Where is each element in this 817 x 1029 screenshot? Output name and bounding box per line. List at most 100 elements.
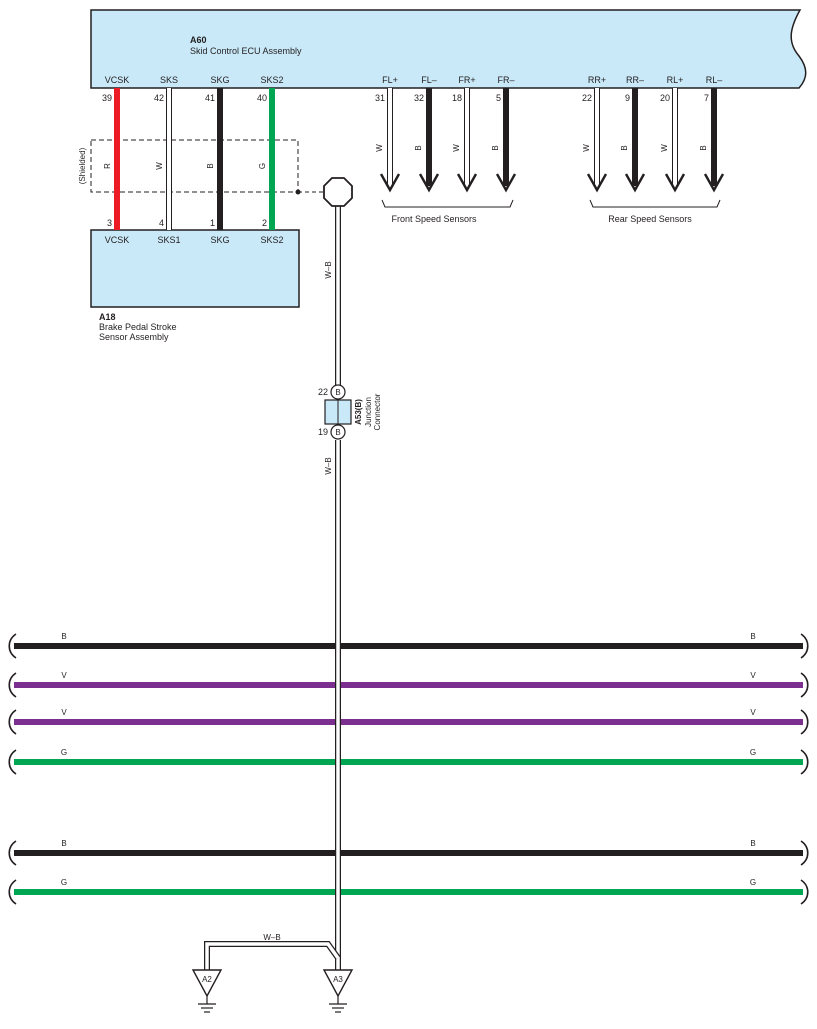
sensor-pin-number: 4 bbox=[159, 218, 164, 228]
ecu-pin-label: SKG bbox=[210, 75, 229, 85]
speed-pin-number: 20 bbox=[660, 93, 670, 103]
speed-sensor-arrow bbox=[664, 173, 686, 193]
sensor-box bbox=[90, 229, 300, 308]
bus-wire-code-left: V bbox=[61, 671, 67, 680]
junction-pin-top-letter: B bbox=[335, 388, 340, 397]
ecu-pin-number: 39 bbox=[102, 93, 112, 103]
shield-label: (Shielded) bbox=[78, 147, 87, 184]
junction-pin-bottom-circle bbox=[330, 424, 346, 440]
sensor-code: A18 bbox=[99, 312, 116, 322]
speed-pin-number: 32 bbox=[414, 93, 424, 103]
bus-wire-code-left: G bbox=[61, 878, 67, 887]
ecu-name: Skid Control ECU Assembly bbox=[190, 46, 302, 56]
ground-branch-label: W–B bbox=[263, 933, 280, 942]
bus-wire-code-right: B bbox=[750, 632, 755, 641]
speed-sensor-arrow bbox=[456, 173, 478, 193]
ground-a3-label: A3 bbox=[333, 975, 343, 984]
splice-octagon bbox=[323, 177, 353, 207]
ecu-code: A60 bbox=[190, 35, 207, 45]
wire-color-code: W bbox=[452, 144, 461, 152]
speed-pin-label: FR+ bbox=[458, 75, 475, 85]
wire-color-code: W bbox=[582, 144, 591, 152]
speed-pin-label: RR– bbox=[626, 75, 644, 85]
speed-sensor-arrow bbox=[418, 173, 440, 193]
sensor-pin-label: SKG bbox=[210, 235, 229, 245]
wire-color-code: G bbox=[258, 163, 267, 169]
speed-pin-label: RL+ bbox=[667, 75, 684, 85]
speed-pin-number: 31 bbox=[375, 93, 385, 103]
wire-color-code: B bbox=[206, 163, 215, 168]
sensor-pin-label: VCSK bbox=[105, 235, 130, 245]
bus-wire-code-right: G bbox=[750, 748, 756, 757]
speed-pin-label: RR+ bbox=[588, 75, 606, 85]
ecu-pin-number: 40 bbox=[257, 93, 267, 103]
bus-wire-code-right: V bbox=[750, 671, 756, 680]
bus-wire-code-left: B bbox=[61, 839, 66, 848]
ecu-pin-label: SKS2 bbox=[260, 75, 283, 85]
ground-wire-label-2: W–B bbox=[324, 457, 333, 474]
speed-pin-number: 18 bbox=[452, 93, 462, 103]
ecu-pin-label: VCSK bbox=[105, 75, 130, 85]
ecu-pin-number: 42 bbox=[154, 93, 164, 103]
wire-break-right bbox=[800, 633, 809, 659]
junction-name-line1: Junction bbox=[364, 397, 373, 427]
ecu-pin-number: 41 bbox=[205, 93, 215, 103]
ecu-box bbox=[90, 9, 807, 89]
shield-box bbox=[90, 139, 299, 193]
speed-sensor-arrow bbox=[495, 173, 517, 193]
rear-sensors-label: Rear Speed Sensors bbox=[608, 214, 692, 224]
ground-a2-label: A2 bbox=[202, 975, 212, 984]
bus-wire-code-right: G bbox=[750, 878, 756, 887]
front-sensors-bracket bbox=[381, 199, 514, 208]
shield-junction-dot bbox=[295, 189, 301, 195]
bus-wire-code-left: B bbox=[61, 632, 66, 641]
wire-break-left bbox=[8, 840, 17, 866]
wire-color-code: B bbox=[620, 145, 629, 150]
speed-sensor-arrow bbox=[703, 173, 725, 193]
speed-pin-label: FR– bbox=[497, 75, 514, 85]
wire-color-code: B bbox=[699, 145, 708, 150]
ground-a3: A3 bbox=[322, 969, 354, 1013]
speed-pin-number: 5 bbox=[496, 93, 501, 103]
junction-code: A53(B) bbox=[354, 399, 363, 425]
sensor-name-line2: Sensor Assembly bbox=[99, 332, 169, 342]
rear-sensors-bracket bbox=[589, 199, 721, 208]
speed-sensor-arrow bbox=[624, 173, 646, 193]
wire-color-code: B bbox=[414, 145, 423, 150]
bus-wire-code-left: G bbox=[61, 748, 67, 757]
ground-a2: A2 bbox=[191, 969, 223, 1013]
speed-sensor-arrow bbox=[586, 173, 608, 193]
ecu-pin-label: SKS bbox=[160, 75, 178, 85]
wire-break-right bbox=[800, 879, 809, 905]
wire-break-left bbox=[8, 749, 17, 775]
wire-color-code: W bbox=[660, 144, 669, 152]
speed-pin-number: 7 bbox=[704, 93, 709, 103]
bus-wire-code-right: B bbox=[750, 839, 755, 848]
speed-pin-label: FL+ bbox=[382, 75, 398, 85]
wire-break-right bbox=[800, 672, 809, 698]
wire-break-right bbox=[800, 840, 809, 866]
sensor-pin-label: SKS2 bbox=[260, 235, 283, 245]
ground-branch-wire bbox=[204, 941, 341, 972]
sensor-pin-number: 1 bbox=[210, 218, 215, 228]
wire-break-left bbox=[8, 879, 17, 905]
speed-pin-number: 9 bbox=[625, 93, 630, 103]
wire-break-right bbox=[800, 749, 809, 775]
speed-pin-label: RL– bbox=[706, 75, 723, 85]
wire-color-code: R bbox=[103, 163, 112, 169]
wire-break-left bbox=[8, 672, 17, 698]
wire-color-code: W bbox=[375, 144, 384, 152]
speed-sensor-arrow bbox=[379, 173, 401, 193]
wire-color-code: W bbox=[155, 162, 164, 170]
bus-wire-code-right: V bbox=[750, 708, 756, 717]
wire-color-code: B bbox=[491, 145, 500, 150]
speed-pin-number: 22 bbox=[582, 93, 592, 103]
front-sensors-label: Front Speed Sensors bbox=[391, 214, 477, 224]
